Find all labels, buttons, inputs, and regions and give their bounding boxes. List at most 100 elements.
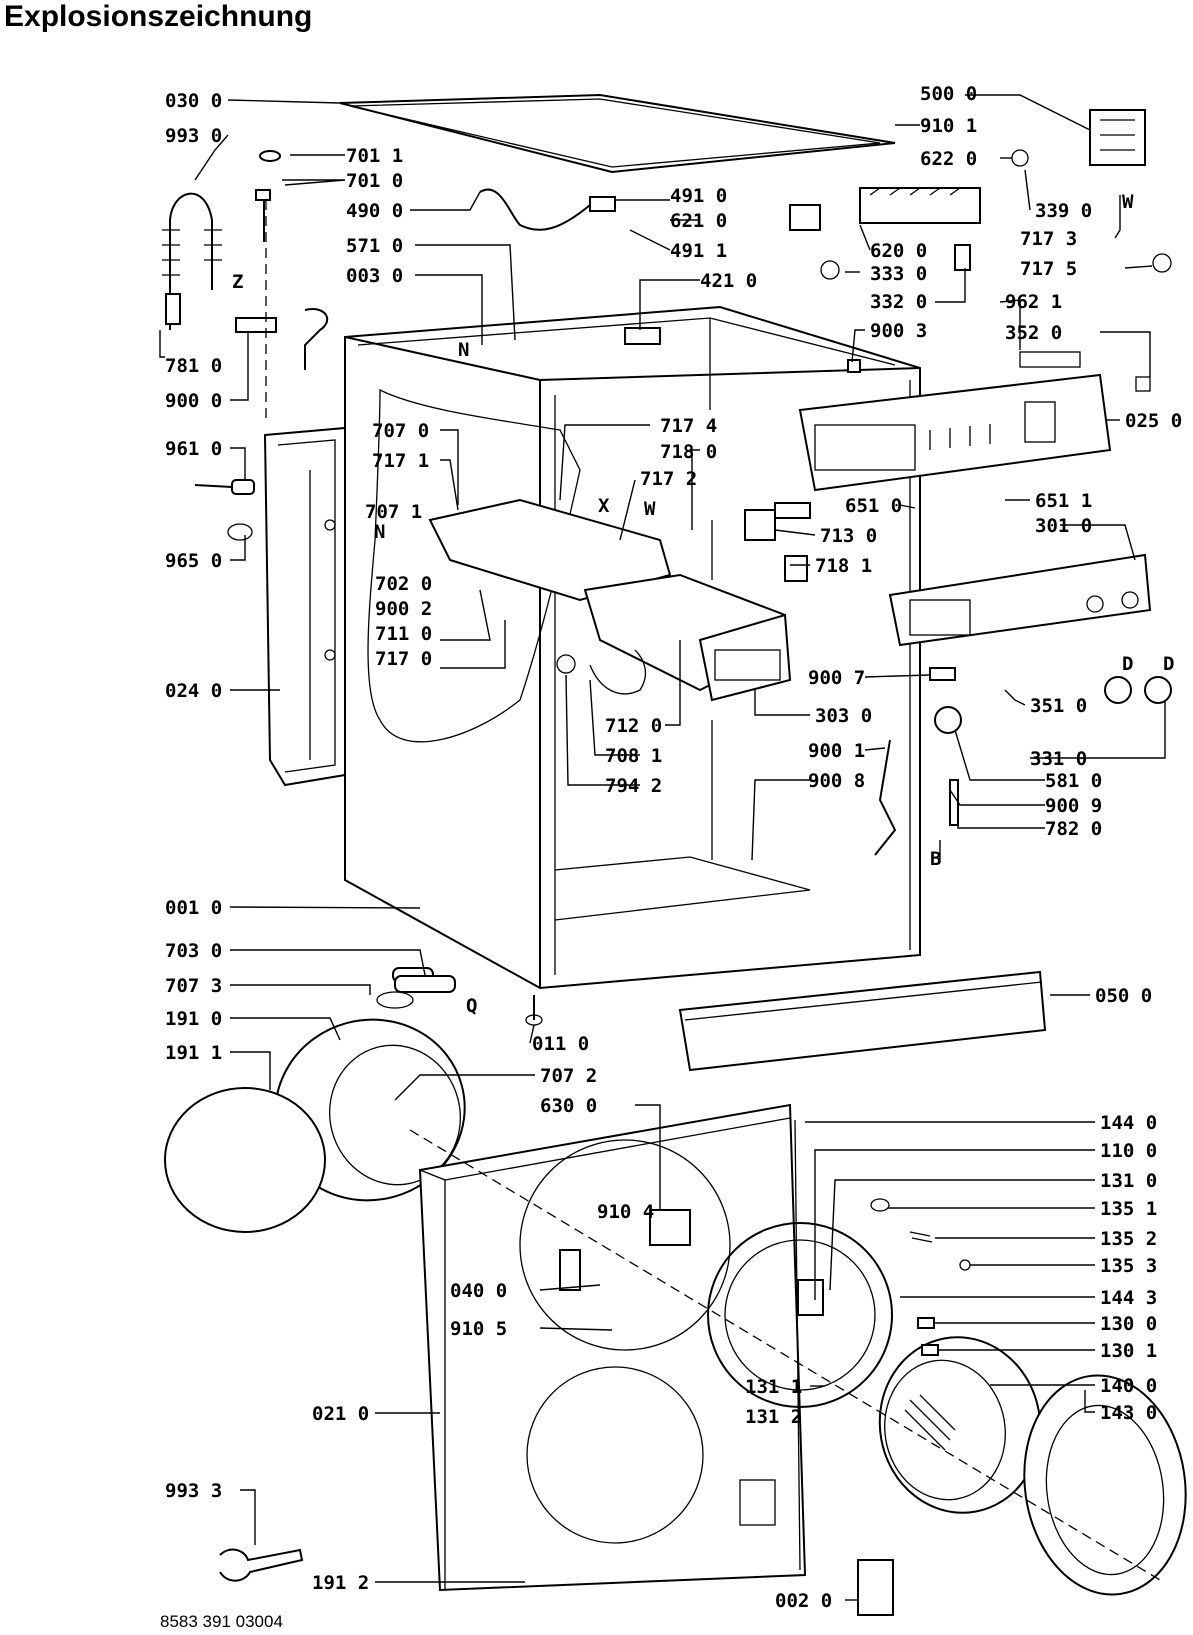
marker-label: Q (466, 995, 477, 1017)
part-label: 490 0 (346, 200, 403, 222)
part-label: 651 1 (1035, 490, 1092, 512)
letter-markers: Z N N X W W D D B Q (232, 191, 1174, 1017)
part-label: 339 0 (1035, 200, 1092, 222)
part-label: 024 0 (165, 680, 222, 702)
part-label: 717 0 (375, 648, 432, 670)
part-label: 001 0 (165, 897, 222, 919)
part-label: 707 0 (372, 420, 429, 442)
marker-label: W (644, 498, 656, 520)
part-label: 961 0 (165, 438, 222, 460)
part-label: 910 1 (920, 115, 977, 137)
part-label: 707 3 (165, 975, 222, 997)
part-label: 962 1 (1005, 291, 1062, 313)
part-label: 135 2 (1100, 1228, 1157, 1250)
part-label: 717 2 (640, 468, 697, 490)
part-label: 900 2 (375, 598, 432, 620)
part-label: 351 0 (1030, 695, 1087, 717)
part-label: 332 0 (870, 291, 927, 313)
part-label: 900 3 (870, 320, 927, 342)
part-label: 718 1 (815, 555, 872, 577)
part-label: 712 0 (605, 715, 662, 737)
part-label: 702 0 (375, 573, 432, 595)
part-label: 703 0 (165, 940, 222, 962)
part-label: 993 3 (165, 1480, 222, 1502)
part-label: 003 0 (346, 265, 403, 287)
part-label: 025 0 (1125, 410, 1182, 432)
part-label: 717 4 (660, 415, 717, 437)
part-label: 144 3 (1100, 1287, 1157, 1309)
part-label: 711 0 (375, 623, 432, 645)
part-label: 130 0 (1100, 1313, 1157, 1335)
part-label: 500 0 (920, 83, 977, 105)
part-label: 718 0 (660, 441, 717, 463)
part-label: 781 0 (165, 355, 222, 377)
part-label: 191 0 (165, 1008, 222, 1030)
part-label: 352 0 (1005, 322, 1062, 344)
part-label: 491 1 (670, 240, 727, 262)
part-label: 002 0 (775, 1590, 832, 1612)
part-label: 135 3 (1100, 1255, 1157, 1277)
part-label: 131 0 (1100, 1170, 1157, 1192)
part-label: 581 0 (1045, 770, 1102, 792)
part-label: 421 0 (700, 270, 757, 292)
part-label: 021 0 (312, 1403, 369, 1425)
part-label: 191 1 (165, 1042, 222, 1064)
document-number: 8583 391 03004 (160, 1612, 283, 1631)
part-label: 900 8 (808, 770, 865, 792)
marker-label: W (1122, 191, 1134, 213)
part-label: 303 0 (815, 705, 872, 727)
part-label: 144 0 (1100, 1112, 1157, 1134)
part-label: 900 7 (808, 667, 865, 689)
part-label: 701 0 (346, 170, 403, 192)
part-label: 630 0 (540, 1095, 597, 1117)
left-parts-drawing (162, 150, 346, 787)
front-drawing (164, 967, 1187, 1616)
part-label: 621 0 (670, 210, 727, 232)
part-label: 131 2 (745, 1406, 802, 1428)
part-label: 050 0 (1095, 985, 1152, 1007)
part-label: 135 1 (1100, 1198, 1157, 1220)
part-label: 717 3 (1020, 228, 1077, 250)
part-label: 110 0 (1100, 1140, 1157, 1162)
part-label: 707 1 (365, 501, 422, 523)
part-label: 707 2 (540, 1065, 597, 1087)
marker-label: B (930, 848, 941, 870)
part-label: 040 0 (450, 1280, 507, 1302)
part-label: 708 1 (605, 745, 662, 767)
part-label: 900 1 (808, 740, 865, 762)
part-label: 011 0 (532, 1033, 589, 1055)
marker-label: D (1122, 653, 1133, 675)
part-label: 130 1 (1100, 1340, 1157, 1362)
electronics-drawing (479, 109, 1172, 856)
part-label: 910 4 (597, 1201, 654, 1223)
part-label: 713 0 (820, 525, 877, 547)
part-label: 131 1 (745, 1376, 802, 1398)
part-label: 651 0 (845, 495, 902, 517)
part-label: 900 0 (165, 390, 222, 412)
part-label: 965 0 (165, 550, 222, 572)
part-label: 491 0 (670, 185, 727, 207)
part-label: 030 0 (165, 90, 222, 112)
part-label: 620 0 (870, 240, 927, 262)
part-label: 331 0 (1030, 748, 1087, 770)
marker-label: D (1163, 653, 1174, 675)
marker-label: X (598, 495, 610, 517)
part-label: 993 0 (165, 125, 222, 147)
part-label: 333 0 (870, 263, 927, 285)
marker-label: Z (232, 271, 243, 293)
part-label: 794 2 (605, 775, 662, 797)
part-label: 910 5 (450, 1318, 507, 1340)
part-label: 717 5 (1020, 258, 1077, 280)
part-label: 622 0 (920, 148, 977, 170)
part-label: 191 2 (312, 1572, 369, 1594)
part-label: 571 0 (346, 235, 403, 257)
marker-label: N (374, 521, 385, 543)
part-label: 143 0 (1100, 1402, 1157, 1424)
part-labels: 030 0 993 0 701 1 701 0 490 0 571 0 003 … (165, 83, 1182, 1612)
leader-lines (159, 94, 1166, 1601)
part-label: 701 1 (346, 145, 403, 167)
marker-label: N (458, 339, 469, 361)
part-label: 301 0 (1035, 515, 1092, 537)
part-label: 900 9 (1045, 795, 1102, 817)
